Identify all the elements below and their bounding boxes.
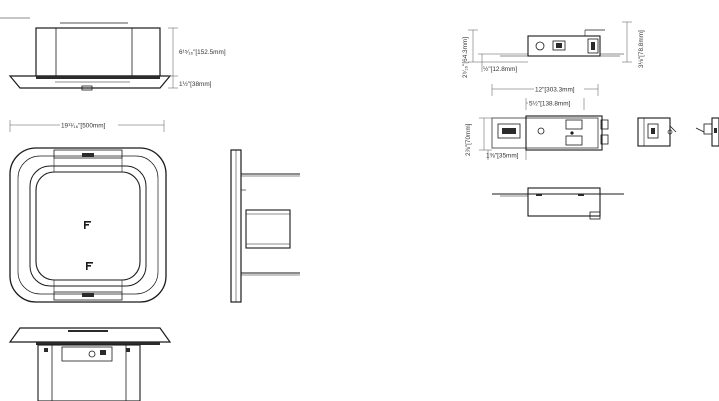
driver-bottom-view <box>492 187 624 220</box>
dim-front-base: 1½"[38mm] <box>179 80 212 88</box>
dim-plan-width: 19¹¹⁄₁₆"[500mm] <box>61 123 106 130</box>
driver-end-view <box>637 117 677 147</box>
front-elevation-view: 6¹⁵⁄₁₆"[152.5mm] 1½"[38mm] <box>0 17 226 91</box>
brand-mark-icon <box>86 262 93 270</box>
plan-view: 19¹¹⁄₁₆"[500mm] <box>9 120 167 303</box>
brand-mark-icon <box>84 221 91 229</box>
dim-driver-inner-length: 5½"[138.8mm] <box>529 100 571 108</box>
dim-driver-top-height: 2⁹⁄₁₆"[64.3mm] <box>462 37 469 78</box>
dim-driver-side-offset: 1⅜"[35mm] <box>486 153 519 160</box>
dim-driver-top-offset: ½"[12.8mm] <box>483 65 517 73</box>
dim-driver-length: 12"[303.3mm] <box>535 87 575 94</box>
driver-top-view: 2⁹⁄₁₆"[64.3mm] ½"[12.8mm] 3⅛"[78.8mm] <box>462 21 645 78</box>
side-section-view <box>230 149 300 303</box>
driver-side-view: 12"[303.3mm] 5½"[138.8mm] 2⅞"[70mm] 1⅜"[… <box>465 84 609 160</box>
bottom-elevation-view <box>8 327 172 401</box>
dim-driver-right-height: 3⅛"[78.8mm] <box>638 30 645 68</box>
dim-front-height: 6¹⁵⁄₁₆"[152.5mm] <box>179 49 226 56</box>
dim-driver-side-height: 2⅞"[70mm] <box>465 123 472 156</box>
driver-end-view-alt <box>695 117 719 147</box>
